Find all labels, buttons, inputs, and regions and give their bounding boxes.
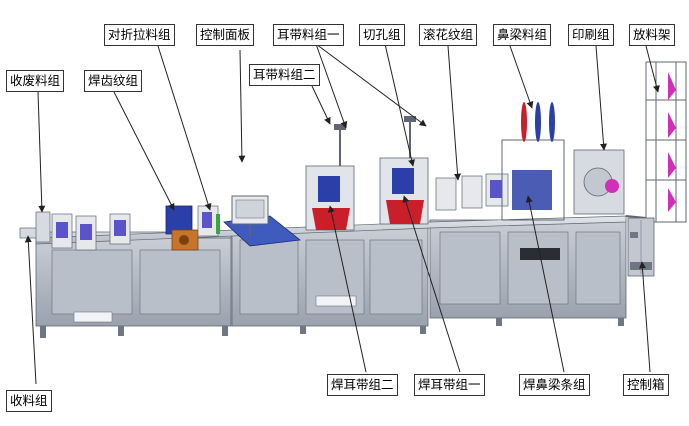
leader-lines xyxy=(24,43,660,385)
folding-plate xyxy=(223,195,301,247)
label-waste-collect-group: 收废料组 xyxy=(6,70,65,92)
label-knurl-pattern-group: 滚花纹组 xyxy=(419,24,478,46)
control-box xyxy=(627,217,655,277)
nose-bridge-unit xyxy=(501,102,565,221)
knurl-unit xyxy=(435,173,509,211)
welding-teeth-unit xyxy=(165,205,220,251)
winding-units xyxy=(19,211,131,251)
printing-unit xyxy=(573,149,625,215)
label-ear-loop-material-group-2: 耳带料组二 xyxy=(249,64,320,86)
label-weld-ear-loop-group-1: 焊耳带组一 xyxy=(414,374,485,396)
label-control-panel: 控制面板 xyxy=(196,24,255,46)
label-weld-teeth-group: 焊齿纹组 xyxy=(84,70,143,92)
label-collect-group: 收料组 xyxy=(6,390,52,412)
label-weld-nose-bridge-group: 焊鼻梁条组 xyxy=(519,374,590,396)
label-printing-group: 印刷组 xyxy=(568,24,614,46)
label-folding-pull-group: 对折拉料组 xyxy=(104,24,175,46)
label-nose-bridge-material-group: 鼻梁料组 xyxy=(493,24,552,46)
label-ear-loop-material-group-1: 耳带料组一 xyxy=(273,24,344,46)
ear-loop-stations xyxy=(305,116,429,231)
label-unwind-rack: 放料架 xyxy=(629,24,675,46)
label-weld-ear-loop-group-2: 焊耳带组二 xyxy=(327,374,398,396)
label-hole-cutting-group: 切孔组 xyxy=(359,24,405,46)
label-control-box: 控制箱 xyxy=(623,374,669,396)
